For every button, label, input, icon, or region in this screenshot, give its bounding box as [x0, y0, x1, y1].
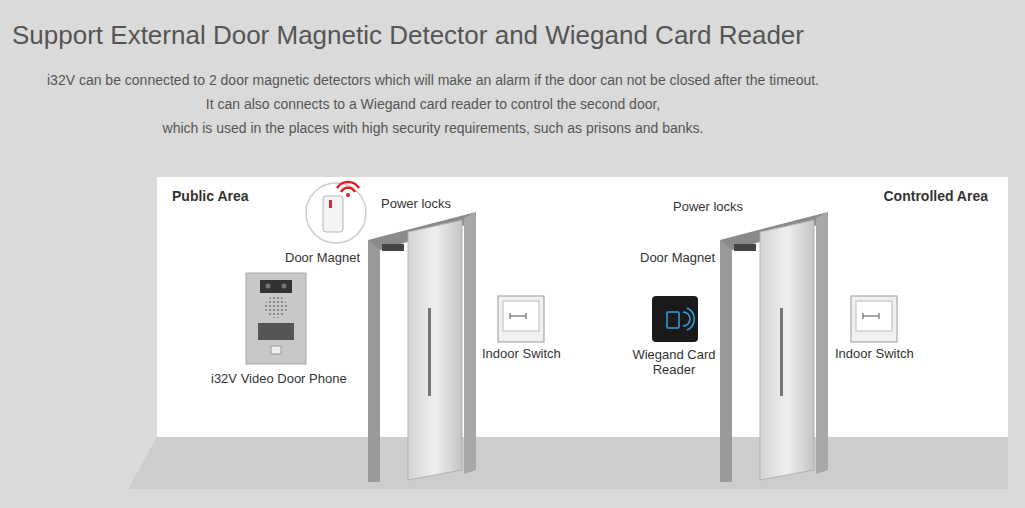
part-label: Wiegand Card Reader: [631, 347, 717, 377]
part-label: Indoor Switch: [835, 346, 914, 361]
part-label: Power locks: [673, 199, 743, 214]
part-label: Door Magnet: [640, 250, 715, 265]
door-right: [720, 212, 828, 482]
power-lock: [382, 244, 404, 251]
white-panel: [157, 177, 1008, 437]
wiegand-reader-icon: [652, 296, 698, 342]
door-left: [368, 212, 476, 482]
description-line: i32V can be connected to 2 door magnetic…: [0, 72, 866, 88]
floor: [128, 437, 1008, 489]
page-title: Support External Door Magnetic Detector …: [12, 20, 804, 51]
description-line: which is used in the places with high se…: [0, 120, 866, 136]
area-label: Public Area: [172, 188, 249, 204]
part-label: Door Magnet: [285, 250, 360, 265]
part-label: i32V Video Door Phone: [211, 371, 347, 386]
indoor-switch-icon: [851, 296, 897, 342]
description-line: It can also connects to a Wiegand card r…: [0, 96, 866, 112]
indoor-switch-icon: [498, 296, 544, 342]
power-lock: [734, 244, 756, 251]
area-label: Controlled Area: [884, 188, 989, 204]
part-label: Indoor Switch: [482, 346, 561, 361]
part-label: Power locks: [381, 196, 451, 211]
door-magnet-icon: [306, 182, 366, 243]
video-door-phone-icon: [246, 273, 306, 364]
